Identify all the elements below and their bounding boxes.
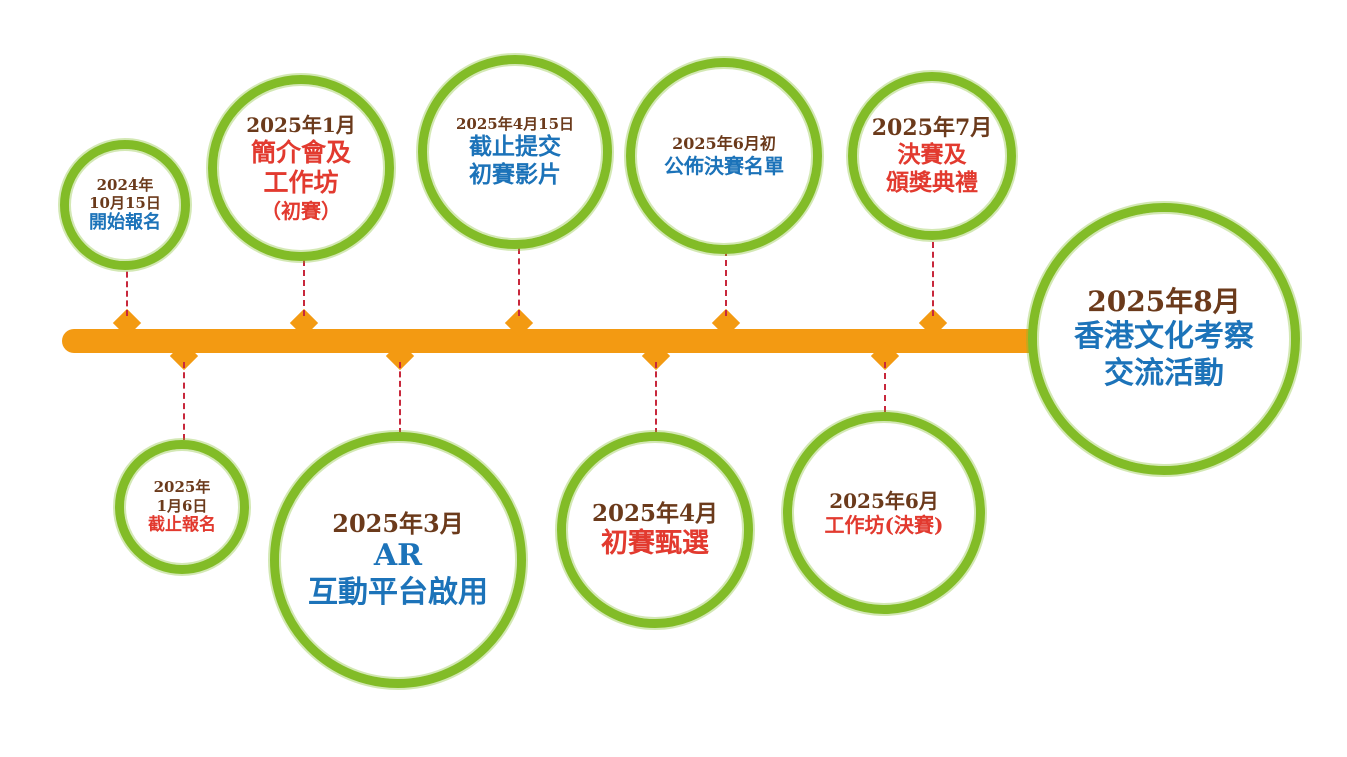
connector-line [655,362,657,434]
timeline-bar [62,329,1062,353]
event-date: 2025年8月 [1087,285,1241,319]
connector-line [725,250,727,316]
event-date: 2025年6月初 [672,134,776,154]
event-circle: 2025年6月初 公佈決賽名單 [626,58,822,254]
event-title: 截止提交 初賽影片 [469,133,561,189]
event-date: 2025年 1月6日 [153,478,211,515]
event-circle: 2025年7月 決賽及 頒獎典禮 [848,72,1016,240]
connector-line [518,248,520,316]
event-title: 簡介會及 工作坊 （初賽） [250,137,351,223]
connector-line [399,362,401,434]
event-circle: 2025年 1月6日 截止報名 [115,440,249,574]
event-circle: 2025年4月 初賽甄選 [557,432,753,628]
event-title: 截止報名 [148,514,216,535]
event-circle: 2025年3月 AR 互動平台啟用 [270,432,526,688]
event-circle: 2025年4月15日 截止提交 初賽影片 [418,55,612,249]
event-title: 工作坊(決賽) [824,513,944,537]
event-title: 初賽甄選 [601,527,709,559]
event-date: 2025年4月15日 [455,114,575,133]
event-date: 2025年7月 [871,114,993,141]
event-title: 開始報名 [89,212,161,234]
event-date: 2025年4月 [591,499,719,527]
event-title: 香港文化考察 交流活動 [1074,319,1254,392]
connector-line [126,262,128,316]
event-title: 公佈決賽名單 [664,153,784,178]
event-circle: 2025年1月 簡介會及 工作坊 （初賽） [208,75,394,261]
connector-line [932,242,934,316]
event-date: 2025年1月 [246,113,356,138]
connector-line [884,362,886,412]
event-circle: 2025年8月 香港文化考察 交流活動 [1028,203,1300,475]
connector-line [303,250,305,316]
event-title: AR 互動平台啟用 [308,538,488,610]
event-date: 2025年3月 [332,508,464,538]
event-circle: 2024年 10月15日 開始報名 [60,140,190,270]
event-circle: 2025年6月 工作坊(決賽) [783,412,985,614]
event-title: 決賽及 頒獎典禮 [886,141,978,197]
event-date: 2025年6月 [829,488,939,513]
connector-line [183,362,185,440]
event-date: 2024年 10月15日 [89,175,161,213]
